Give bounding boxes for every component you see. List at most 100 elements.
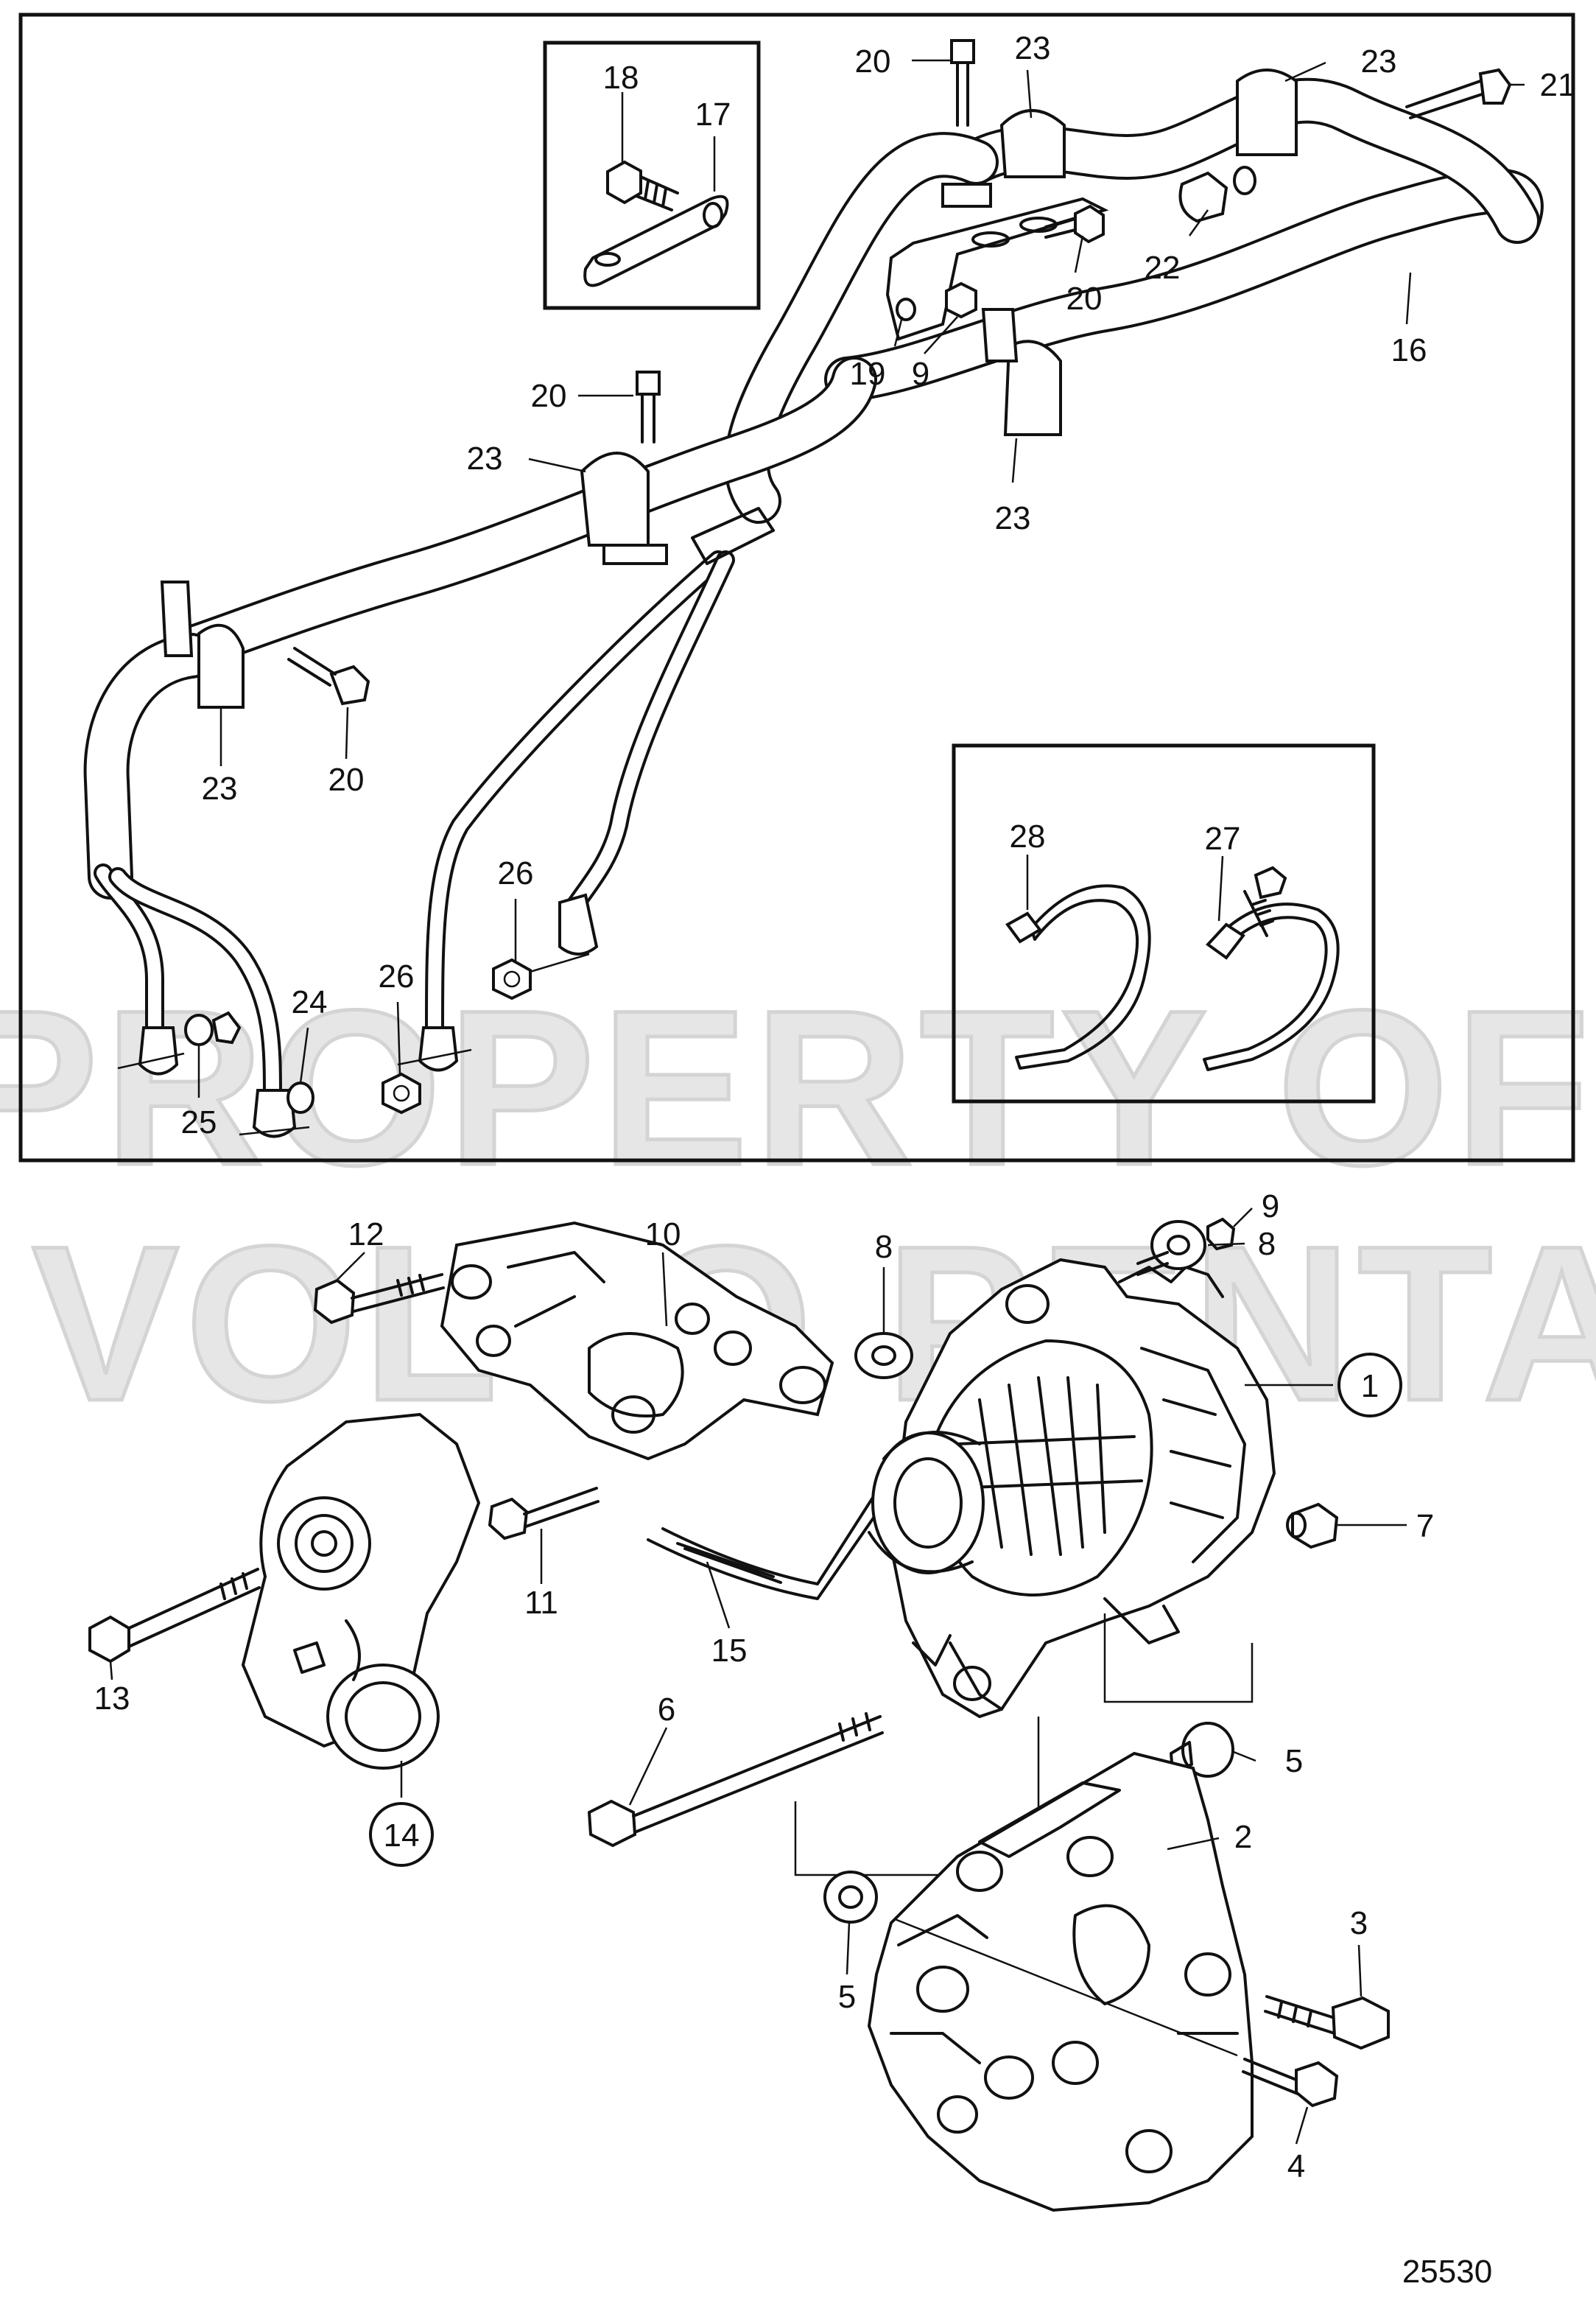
drawing-number: 25530 xyxy=(1402,2254,1492,2290)
bracket-slot xyxy=(594,252,621,267)
washer-25 xyxy=(184,1014,214,1046)
terminal-lug-right xyxy=(418,1026,459,1072)
stud-6 xyxy=(587,1712,884,1848)
cable-tie-28-lock xyxy=(1005,911,1042,944)
callout-labels: 18 17 20 23 23 21 22 20 16 19 9 20 23 23… xyxy=(94,30,1576,2290)
nut-9-upper xyxy=(945,281,977,319)
callout-circle-14 xyxy=(369,1802,434,1867)
spacer-22 xyxy=(1178,171,1228,223)
callout-17: 17 xyxy=(695,97,731,133)
callout-5-right: 5 xyxy=(1285,1743,1303,1779)
callout-18: 18 xyxy=(603,60,639,96)
callout-25: 25 xyxy=(181,1104,217,1140)
callout-3: 3 xyxy=(1350,1905,1368,1941)
callout-2: 2 xyxy=(1234,1819,1252,1855)
callout-20-left: 20 xyxy=(328,762,365,798)
cable-split-sleeve xyxy=(691,507,775,565)
bolt-11-head xyxy=(488,1497,529,1540)
inset-frame-17-18 xyxy=(543,41,761,310)
bracket-19-hole xyxy=(896,298,916,321)
bolts-20 xyxy=(287,39,975,706)
callout-23-top-right: 23 xyxy=(1361,43,1397,80)
clamp-23-center-left xyxy=(580,452,650,547)
callout-circle-1 xyxy=(1337,1353,1402,1417)
callout-12: 12 xyxy=(348,1216,384,1252)
clamp-23-center-right xyxy=(1003,340,1062,436)
p-clamps-23 xyxy=(160,69,1298,709)
callout-26-upper: 26 xyxy=(498,855,534,891)
cable-tie-27-anchor-stem xyxy=(1243,890,1274,937)
bolt-13 xyxy=(88,1568,261,1664)
belt-tensioner-14 xyxy=(241,1412,481,1770)
bracket-19-assembly xyxy=(885,68,1512,341)
callout-26-lower: 26 xyxy=(379,958,415,995)
flange-bolt-18-head xyxy=(606,160,642,205)
inset-frame-27-28 xyxy=(952,743,1376,1104)
stud-and-washer-8-9 xyxy=(1136,1217,1236,1276)
callout-19: 19 xyxy=(850,356,886,392)
callout-23-left: 23 xyxy=(202,771,238,807)
callout-8-right: 8 xyxy=(1258,1226,1276,1262)
bolt-11 xyxy=(488,1487,600,1540)
nut-9-lower xyxy=(1206,1217,1236,1251)
callout-28: 28 xyxy=(1010,819,1046,855)
bracket-2-body xyxy=(867,1751,1254,2212)
bolt-12-head xyxy=(313,1278,356,1325)
callout-13: 13 xyxy=(94,1680,130,1717)
callout-24: 24 xyxy=(292,984,328,1020)
callout-11: 11 xyxy=(524,1585,558,1621)
callout-5-left: 5 xyxy=(838,1979,856,2015)
bolt-3-head xyxy=(1331,1996,1390,2050)
stud-6-head xyxy=(587,1799,637,1848)
washer-8-left xyxy=(854,1332,913,1379)
mounting-bracket-2 xyxy=(867,1751,1254,2212)
lower-leaders xyxy=(109,1207,1407,2145)
callout-20-top: 20 xyxy=(855,43,891,80)
drive-belt-15 xyxy=(647,1431,1003,1711)
upper-leaders xyxy=(197,59,1525,1098)
callout-22: 22 xyxy=(1145,250,1181,286)
callout-10: 10 xyxy=(645,1216,681,1252)
flange-bolt-18-thread xyxy=(635,175,679,211)
clamp-23-left xyxy=(197,623,245,709)
bolt-20-left-head xyxy=(329,665,370,706)
battery-cable-16 xyxy=(83,77,1544,900)
terminal-hardware xyxy=(184,958,532,1115)
bolt-12 xyxy=(313,1273,445,1325)
bolt-20-side-head xyxy=(1074,204,1105,244)
bolt-4-head xyxy=(1295,2061,1339,2108)
callout-6: 6 xyxy=(658,1692,675,1728)
callout-7: 7 xyxy=(1416,1508,1434,1544)
callout-9-upper: 9 xyxy=(912,356,929,392)
callout-20-bracket: 20 xyxy=(1066,281,1103,317)
callout-1: 1 xyxy=(1361,1368,1379,1404)
cable-tie-27-lock xyxy=(1205,922,1245,960)
callout-8-left: 8 xyxy=(875,1229,893,1265)
clamp-23-top xyxy=(999,109,1066,178)
callout-20-center: 20 xyxy=(531,378,567,414)
upper-panel-frame xyxy=(18,13,1575,1163)
tensioner-pulley xyxy=(326,1664,440,1770)
bushing-5-left xyxy=(823,1871,878,1924)
mounting-bracket-10 xyxy=(440,1221,834,1461)
inset-bracket-bolt xyxy=(543,41,761,310)
watermark-line2: VOLVO PENTA xyxy=(32,1199,1596,1447)
callout-23-center-left: 23 xyxy=(467,441,503,477)
alternator-housing xyxy=(889,1258,1276,1719)
clamp-23-top-right xyxy=(1236,69,1298,156)
battery-cable-terminals xyxy=(94,507,775,1138)
washer-8-right xyxy=(1150,1220,1206,1270)
bolt-21-head xyxy=(1478,68,1512,105)
callout-21: 21 xyxy=(1540,67,1576,103)
nut-25 xyxy=(211,1011,242,1045)
alternator-top-ear xyxy=(1005,1284,1050,1324)
callout-14: 14 xyxy=(384,1818,420,1854)
terminal-lug-left xyxy=(138,1026,179,1076)
nut-26-lower xyxy=(382,1072,421,1115)
bracket-19-slot-a xyxy=(971,231,1010,248)
bolt-20-center-head xyxy=(636,371,661,396)
callout-9-lower: 9 xyxy=(1262,1188,1279,1224)
bushings-5 xyxy=(823,1722,1234,1924)
callout-16: 16 xyxy=(1391,332,1427,368)
bracket-10-body xyxy=(440,1221,834,1461)
